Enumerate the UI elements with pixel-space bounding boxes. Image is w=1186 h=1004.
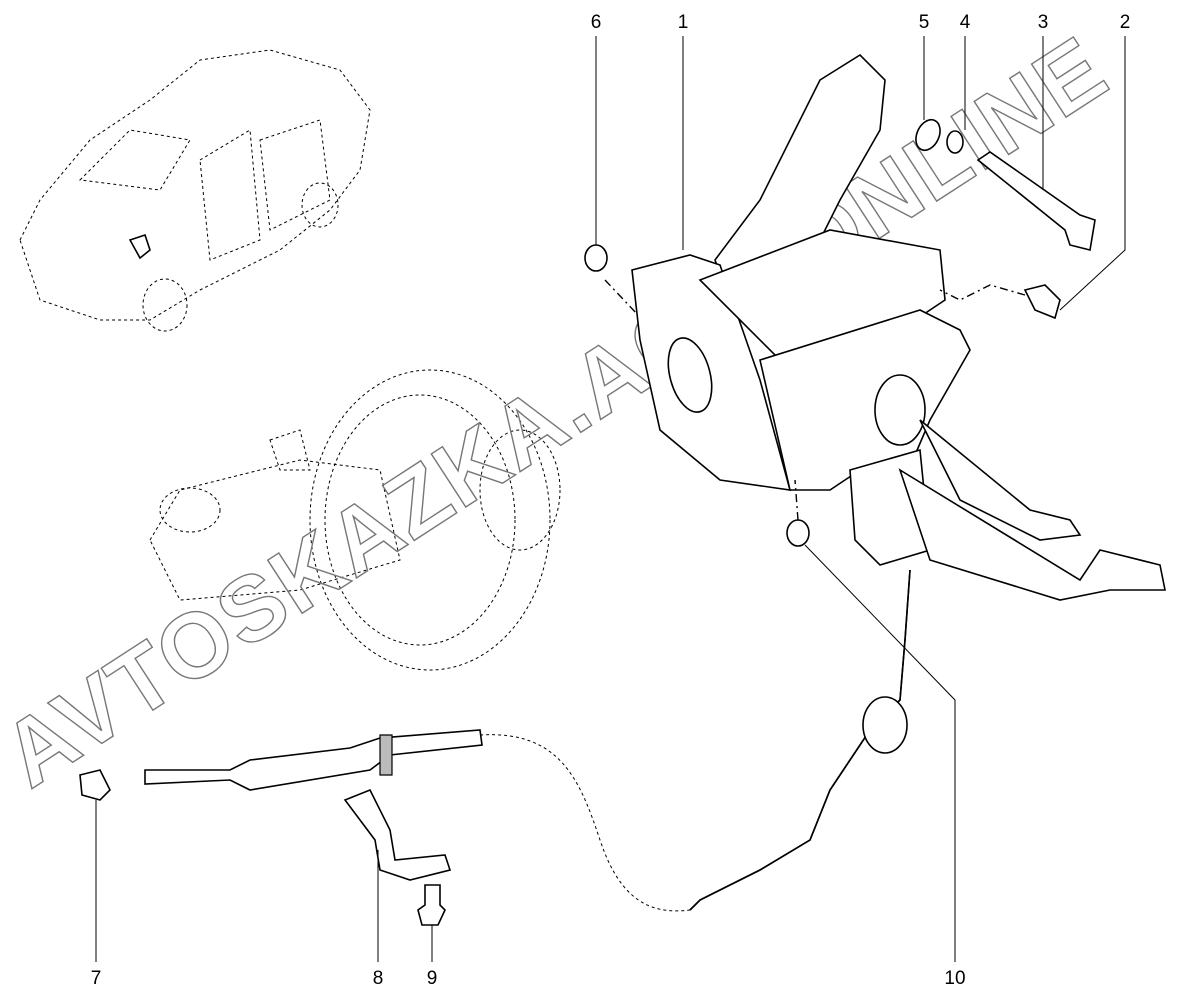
callout-4: 4 — [959, 12, 971, 33]
callout-6: 6 — [590, 12, 602, 33]
washer-5 — [915, 118, 941, 152]
callout-3: 3 — [1037, 12, 1049, 33]
callout-9: 9 — [426, 968, 438, 989]
pedal-bracket — [631, 53, 1166, 601]
small-parts — [79, 118, 1096, 926]
callout-10: 10 — [944, 968, 966, 989]
bracket-8 — [343, 788, 452, 881]
bolt-3 — [976, 151, 1096, 251]
callout-8: 8 — [372, 968, 384, 989]
washer-4 — [946, 130, 964, 154]
callout-2: 2 — [1119, 12, 1131, 33]
leader-lines — [95, 36, 1126, 962]
clip-7 — [79, 769, 111, 801]
nut-6 — [584, 244, 608, 272]
nut-10 — [786, 519, 810, 547]
callout-7: 7 — [90, 968, 102, 989]
bolt-9 — [417, 884, 446, 926]
callout-1: 1 — [677, 12, 689, 33]
car-illustration — [19, 49, 371, 332]
clutch-cable — [144, 569, 911, 912]
brake-booster — [149, 369, 561, 671]
bolt-2 — [1023, 284, 1061, 320]
callout-5: 5 — [918, 12, 930, 33]
